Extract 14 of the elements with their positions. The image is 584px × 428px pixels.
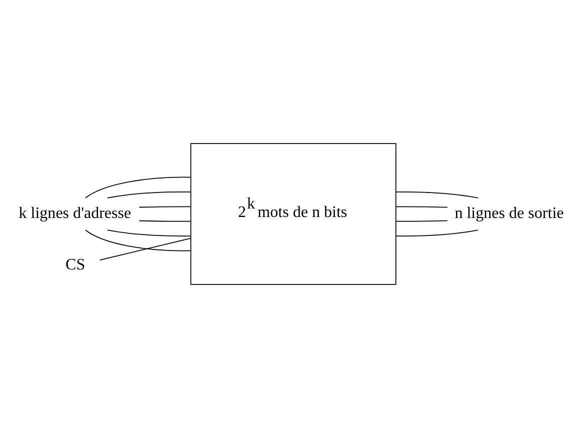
node-text: k lignes d'adresse bbox=[18, 204, 132, 222]
connector bbox=[396, 192, 478, 198]
connector bbox=[396, 220, 448, 222]
connector bbox=[85, 230, 192, 252]
connector bbox=[138, 206, 192, 208]
connector bbox=[99, 238, 192, 261]
node-text: n lignes de sortie bbox=[454, 204, 564, 222]
connector bbox=[138, 220, 192, 222]
connector bbox=[107, 230, 192, 236]
connector bbox=[107, 192, 192, 198]
node-text: CS bbox=[66, 256, 86, 274]
connector bbox=[85, 176, 192, 198]
connector bbox=[396, 230, 478, 236]
connector bbox=[396, 206, 448, 208]
